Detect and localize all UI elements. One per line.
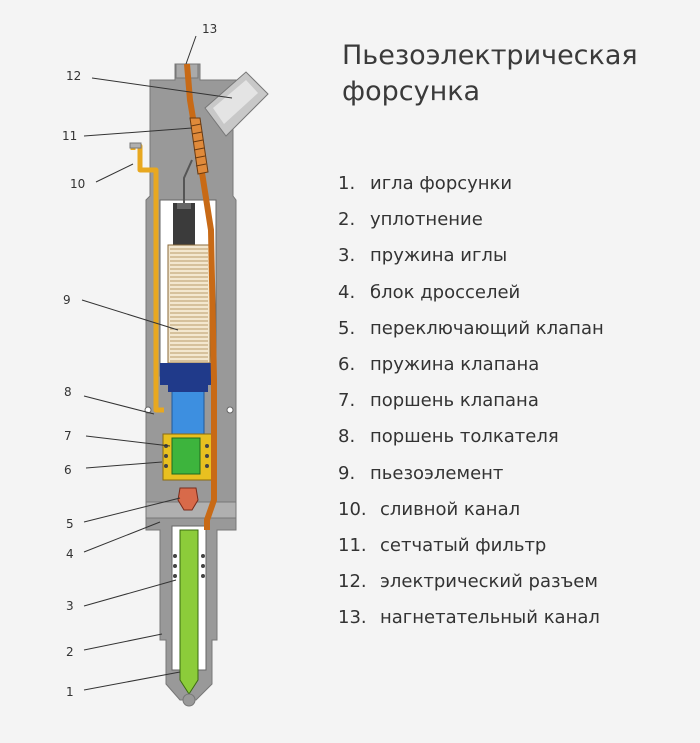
legend-item: 4. блок дросселей bbox=[338, 279, 604, 315]
legend-number: 8. bbox=[338, 426, 356, 448]
needle-spring bbox=[173, 554, 205, 578]
callout-9: 9 bbox=[63, 293, 71, 307]
mesh-filter-hatch bbox=[190, 123, 207, 167]
legend-number: 7. bbox=[338, 390, 356, 412]
legend-number: 2. bbox=[338, 209, 356, 231]
legend-number: 4. bbox=[338, 281, 356, 303]
callout-2: 2 bbox=[66, 645, 74, 659]
piezo-cap bbox=[173, 203, 195, 245]
callout-4: 4 bbox=[66, 547, 74, 561]
legend-item: 13. нагнетательный канал bbox=[338, 604, 604, 640]
callout-11: 11 bbox=[62, 129, 77, 143]
callout-6: 6 bbox=[64, 463, 72, 477]
legend-label: сливной канал bbox=[380, 498, 521, 520]
legend-number: 13. bbox=[338, 607, 367, 629]
legend-number: 12. bbox=[338, 571, 367, 593]
valve-spring bbox=[164, 444, 209, 468]
push-piston bbox=[171, 385, 205, 435]
legend-number: 11. bbox=[338, 534, 367, 556]
legend-label: пружина иглы bbox=[370, 245, 508, 267]
legend-label: электрический разъем bbox=[380, 571, 598, 593]
legend-label: поршень толкателя bbox=[370, 426, 559, 448]
legend-label: пьезоэлемент bbox=[370, 462, 504, 484]
title-line-2: форсунка bbox=[342, 76, 481, 107]
fuel-channel bbox=[184, 63, 217, 530]
legend-item: 1. игла форсунки bbox=[338, 170, 604, 206]
legend-item: 2. уплотнение bbox=[338, 206, 604, 242]
legend-item: 12. электрический разъем bbox=[338, 568, 604, 604]
nozzle-tip bbox=[182, 693, 196, 707]
injector-needle bbox=[179, 529, 199, 695]
legend-item: 6. пружина клапана bbox=[338, 351, 604, 387]
switching-valve bbox=[177, 487, 199, 511]
callout-7: 7 bbox=[64, 429, 72, 443]
legend-item: 5. переключающий клапан bbox=[338, 315, 604, 351]
callout-lines bbox=[81, 35, 233, 691]
piezo-wire bbox=[183, 159, 193, 203]
mesh-filter bbox=[189, 117, 209, 175]
legend-label: нагнетательный канал bbox=[380, 607, 600, 629]
callout-12: 12 bbox=[66, 69, 81, 83]
legend-label: блок дросселей bbox=[370, 281, 521, 303]
legend-item: 8. поршень толкателя bbox=[338, 423, 604, 459]
callout-5: 5 bbox=[66, 517, 74, 531]
legend-number: 9. bbox=[338, 462, 356, 484]
legend-number: 5. bbox=[338, 317, 356, 339]
callout-10: 10 bbox=[70, 177, 85, 191]
legend-label: переключающий клапан bbox=[370, 317, 604, 339]
legend-number: 3. bbox=[338, 245, 356, 267]
legend-number: 10. bbox=[338, 498, 367, 520]
legend-item: 10. сливной канал bbox=[338, 496, 604, 532]
legend-item: 7. поршень клапана bbox=[338, 387, 604, 423]
callout-1: 1 bbox=[66, 685, 74, 699]
legend-list: 1. игла форсунки 2. уплотнение 3. пружина и… bbox=[338, 170, 604, 640]
legend-number: 6. bbox=[338, 353, 356, 375]
valve-piston bbox=[171, 437, 201, 475]
callout-8: 8 bbox=[64, 385, 72, 399]
callout-13: 13 bbox=[202, 22, 217, 36]
legend-item: 11. сетчатый фильтр bbox=[338, 532, 604, 568]
legend-label: уплотнение bbox=[370, 209, 483, 231]
legend-item: 9. пьезоэлемент bbox=[338, 460, 604, 496]
legend-label: сетчатый фильтр bbox=[380, 534, 547, 556]
legend-item: 3. пружина иглы bbox=[338, 242, 604, 278]
diagram-title: Пьезоэлектрическая форсунка bbox=[342, 38, 638, 110]
callout-3: 3 bbox=[66, 599, 74, 613]
injector-diagram: 13 12 11 10 9 8 7 6 5 4 3 2 1 bbox=[62, 22, 269, 707]
legend-number: 1. bbox=[338, 173, 356, 194]
legend-label: пружина клапана bbox=[370, 353, 540, 375]
title-line-1: Пьезоэлектрическая bbox=[342, 40, 638, 71]
legend-label: игла форсунки bbox=[370, 173, 513, 194]
legend-label: поршень клапана bbox=[370, 390, 539, 412]
